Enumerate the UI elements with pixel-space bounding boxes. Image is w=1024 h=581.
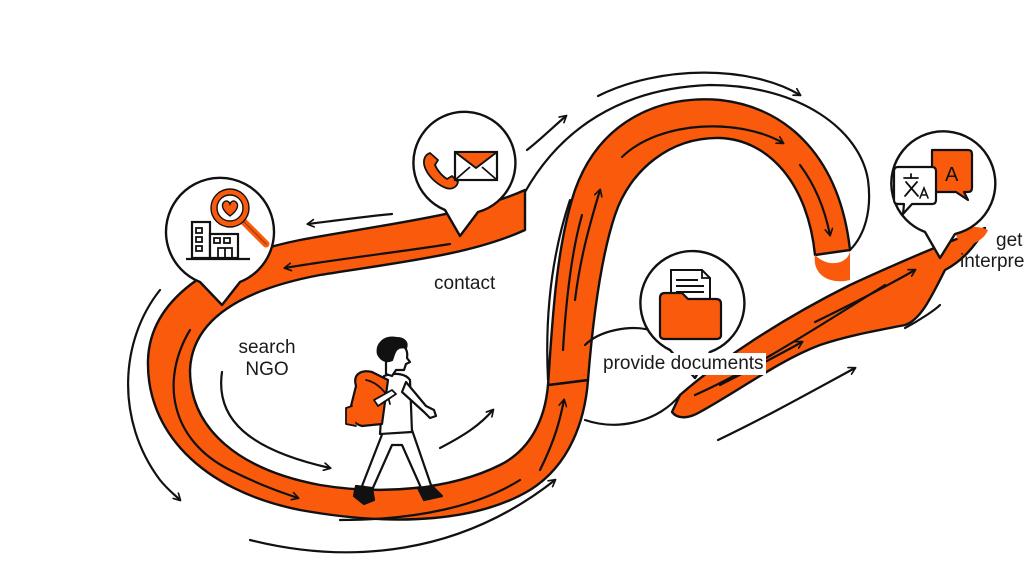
- step-get-interpreter-label: get interpreter: [960, 230, 1024, 272]
- interpreter-label-line1: get: [996, 230, 1023, 251]
- building-magnifier-heart-icon: [186, 188, 270, 261]
- step-provide-documents-label: provide documents: [601, 353, 766, 375]
- arrow-docs-to-interp-inner: [693, 283, 887, 397]
- ribbon-segment-arch: [546, 98, 852, 387]
- arrow-bottom-outer: [248, 480, 555, 554]
- step-get-interpreter-bubble[interactable]: A: [890, 130, 997, 260]
- arrow-rising-top: [573, 190, 600, 302]
- step-provide-documents-bubble[interactable]: [639, 249, 746, 380]
- swoosh-right-tail: [903, 303, 942, 330]
- translate-glyph-icon: [903, 173, 929, 199]
- arrow-contact-up: [525, 116, 566, 152]
- search-label-line1: search: [238, 337, 296, 358]
- person-shoe-right: [416, 484, 444, 502]
- swoosh-arch-outer: [523, 83, 871, 252]
- step-contact-bubble[interactable]: [412, 110, 517, 238]
- step-contact-label: contact: [434, 273, 496, 294]
- person-legs: [360, 428, 434, 492]
- arrow-search-to-walker: [220, 370, 330, 468]
- arrow-arch-down: [798, 163, 830, 235]
- outline-swooshes: [523, 83, 942, 426]
- arrow-arch-outer: [596, 71, 800, 98]
- person-hair: [376, 336, 408, 363]
- arrow-contact-to-search-outer: [308, 212, 394, 224]
- heart-icon: [221, 200, 239, 217]
- swoosh-docs-left: [583, 327, 652, 347]
- arrow-contact-to-search-inner: [285, 242, 452, 268]
- ribbon-segment-left-loop: [146, 188, 590, 521]
- swoosh-docs-bottom: [583, 393, 682, 426]
- arrow-bottom-inner: [338, 478, 522, 522]
- person-shoe-left: [352, 484, 376, 506]
- step-search-ngo-label: search NGO: [226, 337, 308, 381]
- arrow-rising-upper: [561, 213, 584, 352]
- arrow-rising-inner: [538, 400, 564, 472]
- arrow-docs-outer: [716, 368, 855, 442]
- translate-letter-a: A: [945, 164, 959, 186]
- arrow-left-loop-outer: [127, 288, 180, 500]
- arrow-arch-inner: [620, 125, 783, 159]
- walking-person-backpack-icon: [345, 336, 444, 506]
- interpreter-label-line2: interpreter: [960, 251, 1024, 272]
- ribbon-patch: [814, 250, 850, 282]
- folder-document-icon: [658, 269, 723, 341]
- translate-speech-bubbles-icon: A: [892, 148, 974, 216]
- arrow-walker-to-rise: [438, 410, 493, 450]
- step-search-ngo-bubble[interactable]: [164, 176, 276, 307]
- search-label-line2: NGO: [245, 359, 289, 380]
- folder-icon: [658, 291, 723, 341]
- arrow-left-loop-inner: [172, 328, 298, 498]
- person-arm: [400, 380, 438, 420]
- flow-arrows: [127, 71, 915, 554]
- swoosh-arch-inner-left: [546, 198, 572, 382]
- arrow-docs-upper: [813, 270, 915, 324]
- phone-envelope-icon: [423, 150, 499, 190]
- phone-icon: [423, 152, 459, 190]
